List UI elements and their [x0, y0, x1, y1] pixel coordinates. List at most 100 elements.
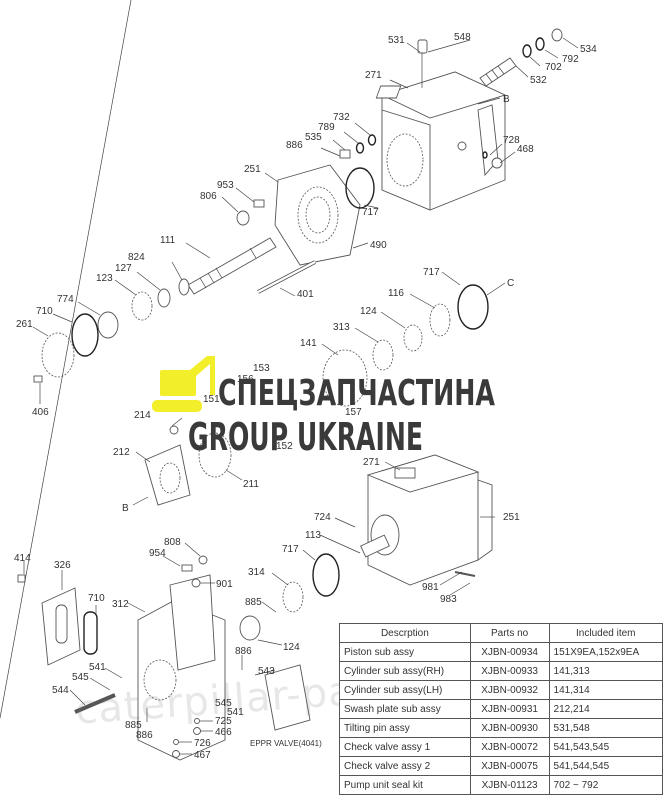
watermark-line1: СПЕЦЗАПЧАСТИНА: [218, 373, 495, 414]
callout: 113: [305, 530, 321, 541]
cell-parts-no: XJBN-00931: [469, 699, 550, 719]
callout: 153: [253, 363, 270, 374]
cell-parts-no: XJBN-00075: [469, 756, 550, 776]
callout: 901: [216, 579, 233, 590]
part-774: [97, 311, 119, 339]
callout: 116: [388, 288, 404, 299]
part-792: [535, 37, 545, 51]
cell-description: Cylinder sub assy(LH): [339, 680, 471, 700]
part-806: [236, 210, 250, 226]
part-313: [372, 339, 394, 371]
callout: 127: [115, 263, 132, 274]
part-789: [355, 142, 365, 154]
callout: 151: [203, 394, 220, 405]
pump-housing-lower: [360, 454, 493, 586]
cell-parts-no: XJBN-00932: [469, 680, 550, 700]
part-726: [173, 739, 179, 745]
callout: 261: [16, 319, 33, 330]
cell-description: Piston sub assy: [339, 642, 471, 662]
callout: 141: [300, 338, 317, 349]
callout: 774: [57, 294, 74, 305]
cell-included: 141,314: [548, 680, 664, 700]
callout: 725: [215, 716, 232, 727]
cell-included: 531,548: [548, 718, 664, 738]
callout: 157: [345, 407, 362, 418]
callout: 954: [149, 548, 166, 559]
callout: 251: [503, 512, 520, 523]
part-211: [198, 432, 232, 478]
callout: 824: [128, 252, 145, 263]
part-717-lower: [312, 553, 340, 597]
callout: 211: [243, 479, 259, 490]
part-728: [482, 151, 488, 159]
callout: 541: [227, 707, 244, 718]
callout: 732: [333, 112, 350, 123]
callout: 717: [282, 544, 299, 555]
part-534: [551, 28, 563, 42]
part-717-upper: [345, 167, 375, 209]
table-row: Tilting pin assy XJBN-00930 531,548: [339, 718, 664, 738]
callout: 710: [36, 306, 53, 317]
part-414: [17, 574, 26, 583]
callout: 885: [125, 720, 142, 731]
cell-included: 541,543,545: [548, 737, 664, 757]
part-725: [194, 718, 200, 724]
part-954: [181, 564, 193, 572]
callout: 548: [454, 32, 471, 43]
cell-included: 702 ~ 792: [548, 775, 664, 795]
callout: 534: [580, 44, 597, 55]
callout: 532: [530, 75, 547, 86]
part-261: [41, 332, 75, 378]
callout: 717: [362, 207, 379, 218]
callout: 953: [217, 180, 234, 191]
part-824: [178, 278, 190, 296]
part-953: [253, 199, 265, 208]
table-row: Cylinder sub assy(RH) XJBN-00933 141,313: [339, 661, 664, 681]
cell-included: 141,313: [548, 661, 664, 681]
cell-description: Pump unit seal kit: [339, 775, 471, 795]
part-702: [522, 44, 532, 58]
callout: 789: [318, 122, 335, 133]
part-710-upper: [71, 313, 99, 357]
table-row: Check valve assy 2 XJBN-00075 541,544,54…: [339, 756, 664, 776]
part-123: [131, 291, 153, 321]
callout: 466: [215, 727, 232, 738]
callout: 710: [88, 593, 105, 604]
callout: 313: [333, 322, 350, 333]
pump-housing-upper: [375, 71, 507, 211]
cell-parts-no: XJBN-00933: [469, 661, 550, 681]
part-141: [322, 349, 368, 407]
callout: 726: [194, 738, 211, 749]
callout: 111: [160, 235, 176, 246]
callout: 124: [283, 642, 300, 653]
callout: 808: [164, 537, 181, 548]
cell-parts-no: XJBN-01123: [469, 775, 550, 795]
cell-description: Swash plate sub assy: [339, 699, 471, 719]
table-row: Pump unit seal kit XJBN-01123 702 ~ 792: [339, 775, 664, 795]
callout: 251: [244, 164, 261, 175]
part-214: [169, 425, 179, 435]
callout-labels: 531 548 534 792 702 532 271 B 728 468 73…: [14, 32, 597, 761]
callout: 717: [423, 267, 440, 278]
part-717-mid: [457, 284, 489, 330]
watermark-line2: GROUP UKRAINE: [188, 415, 423, 459]
part-124-lower: [239, 615, 261, 641]
eppr-valve-label: EPPR VALVE(4041): [250, 739, 322, 748]
cell-parts-no: XJBN-00934: [469, 642, 550, 662]
callout: 467: [194, 750, 211, 761]
callout: 152: [276, 441, 293, 452]
cell-description: Tilting pin assy: [339, 718, 471, 738]
callout: 886: [235, 646, 252, 657]
part-983: [454, 571, 476, 577]
callout: 271: [363, 457, 380, 468]
cell-description: Check valve assy 2: [339, 756, 471, 776]
callout: 545: [72, 672, 89, 683]
swash-plate-212: [144, 444, 191, 506]
callout: C: [507, 278, 514, 289]
cell-description: Check valve assy 1: [339, 737, 471, 757]
gasket-326: [41, 587, 81, 666]
part-808: [198, 555, 208, 565]
part-127: [157, 288, 171, 308]
callout: 981: [422, 582, 439, 593]
callout: 543: [258, 666, 275, 677]
